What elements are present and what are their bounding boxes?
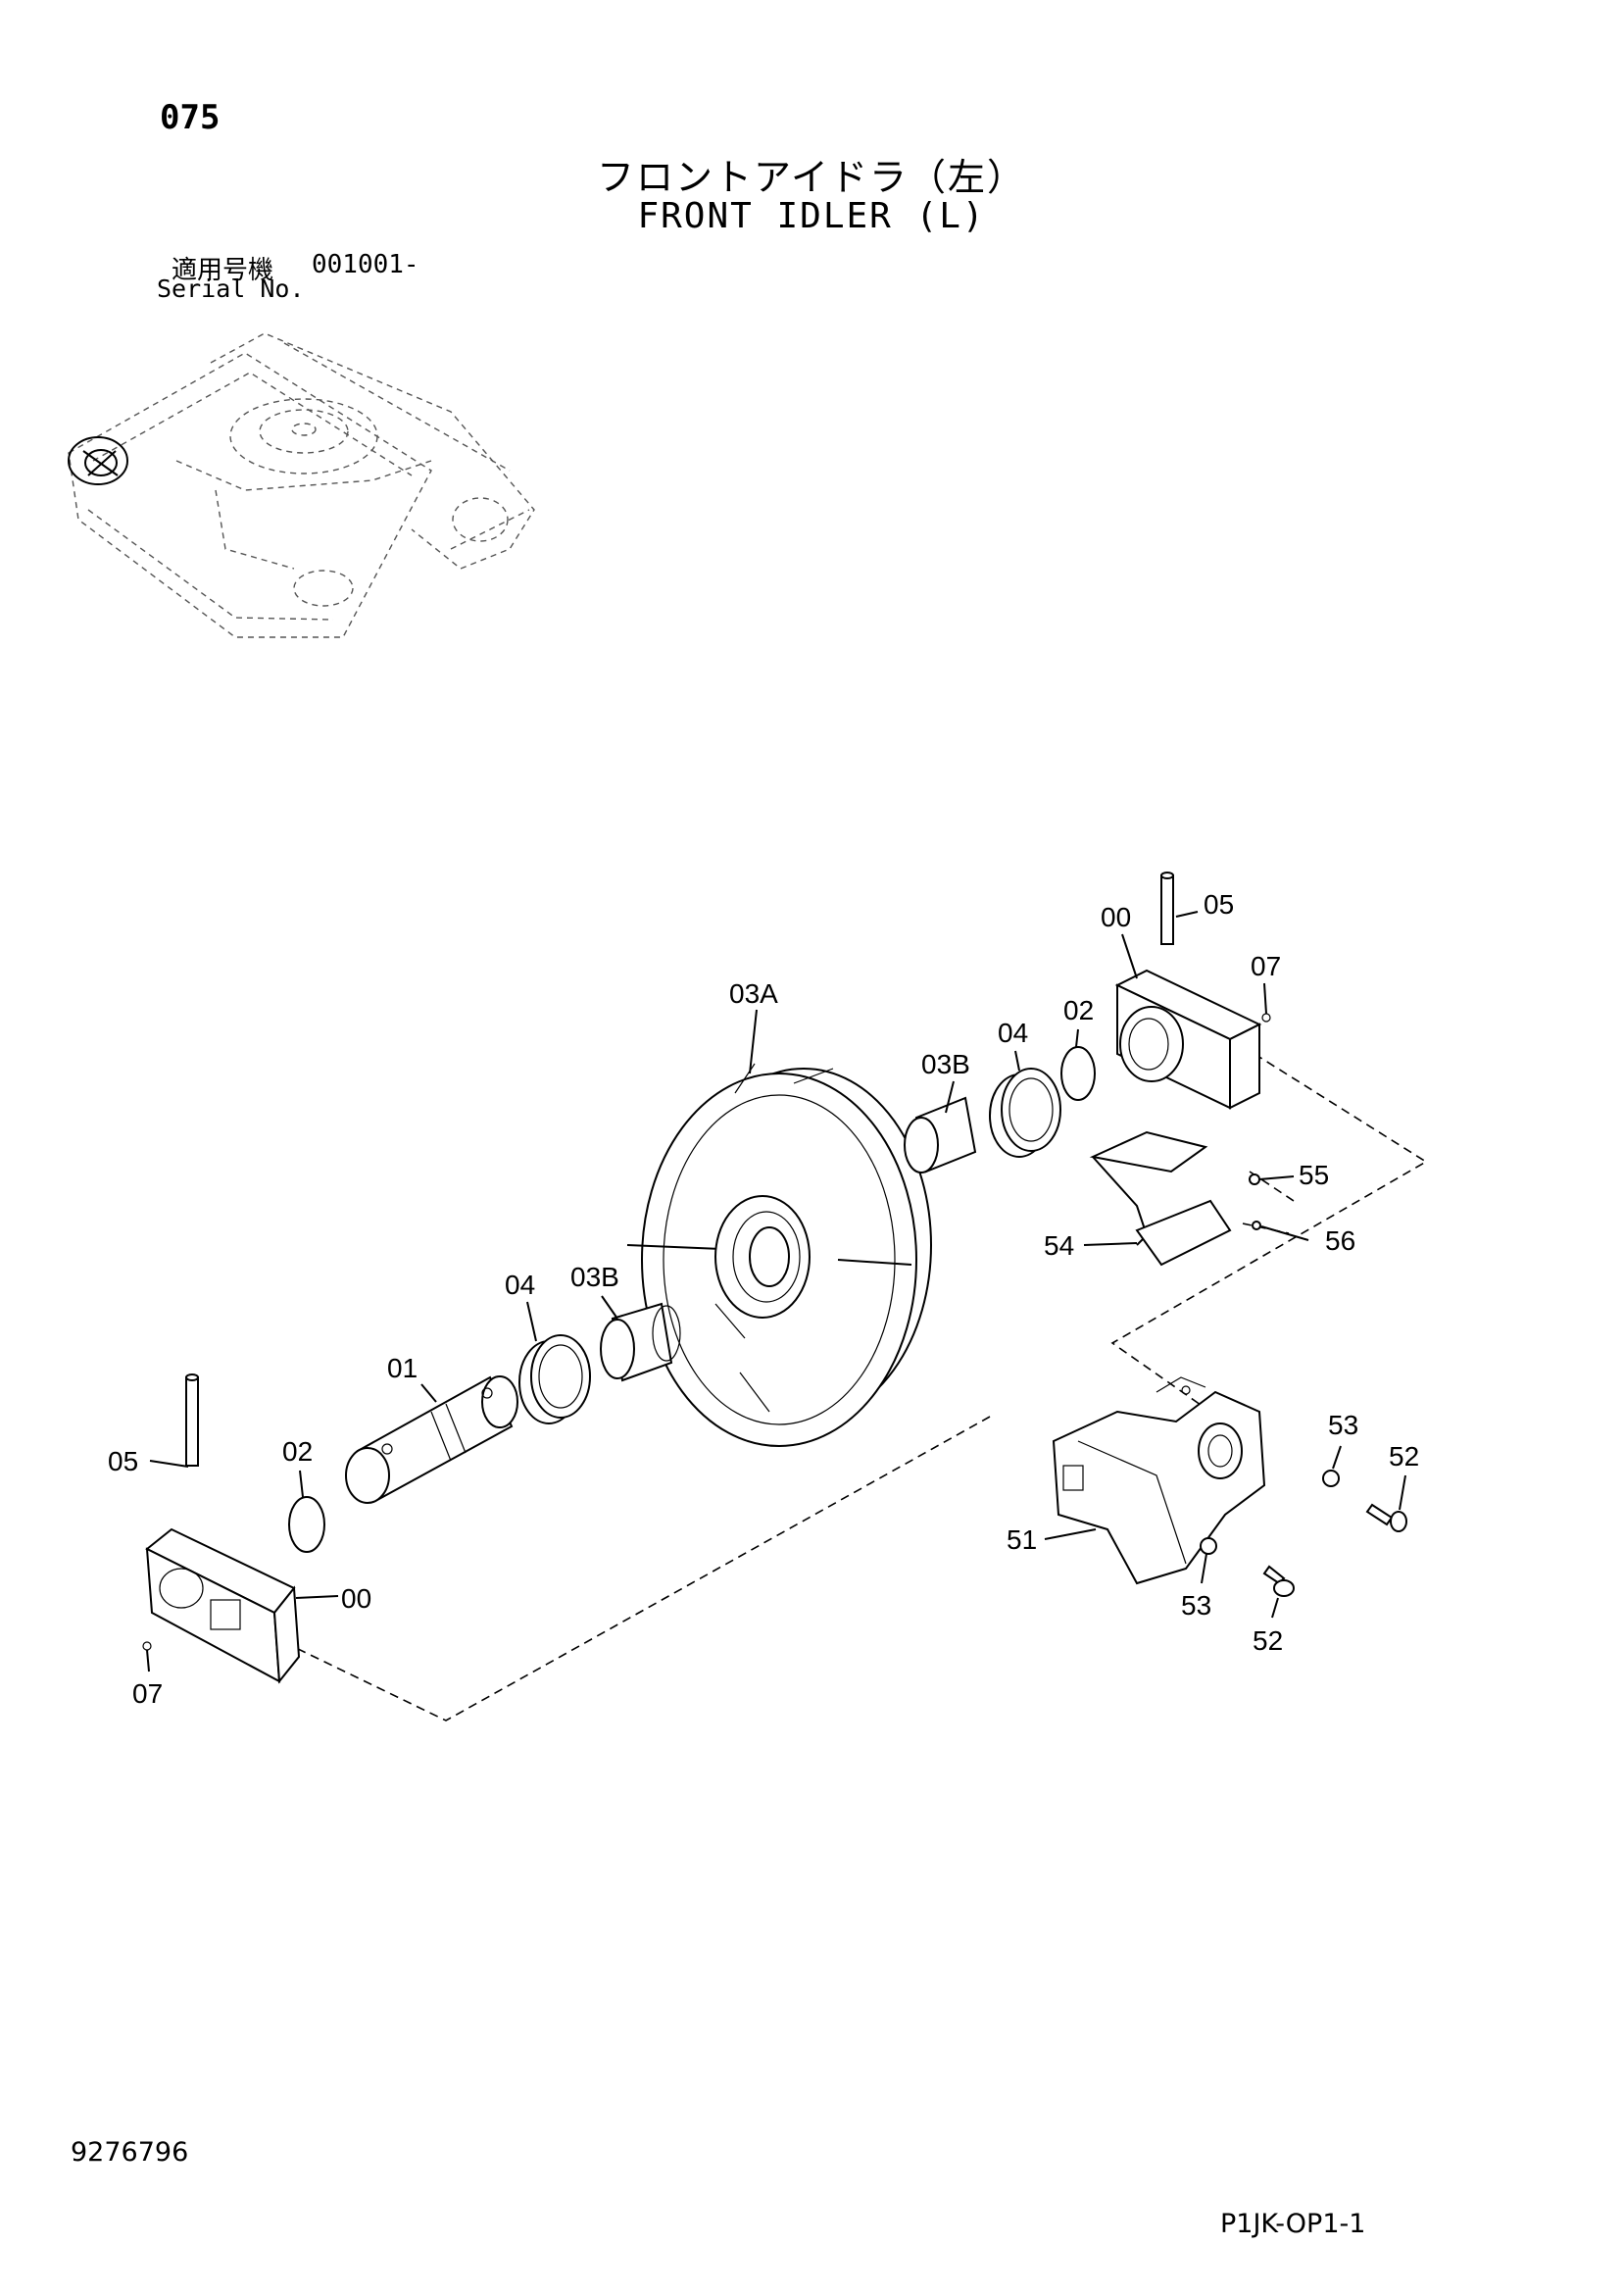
callout-03b-right: 03B [921, 1049, 970, 1079]
callout-53-upper: 53 [1328, 1410, 1358, 1440]
callout-07-right: 07 [1251, 951, 1281, 981]
callout-02-left: 02 [282, 1436, 313, 1467]
callout-51: 51 [1007, 1524, 1037, 1555]
washer-53-lower [1200, 1537, 1217, 1555]
leader-lines [146, 911, 1406, 1672]
callout-56: 56 [1325, 1225, 1355, 1256]
callout-54: 54 [1044, 1230, 1074, 1261]
bolt-55 [1249, 1173, 1260, 1185]
document-number: 9276796 [71, 2137, 189, 2168]
callout-05-right: 05 [1204, 889, 1234, 920]
bolt-52-lower [1262, 1565, 1286, 1585]
callout-55: 55 [1299, 1160, 1329, 1190]
callout-labels: 05 00 07 03A 04 02 03B 55 54 56 03B 04 0… [108, 889, 1419, 1709]
assembly-guide-lines [293, 1053, 1428, 1722]
idler-wheel [626, 1063, 932, 1447]
page-code: P1JK-OP1-1 [1220, 2209, 1366, 2239]
callout-00-right: 00 [1101, 902, 1131, 932]
bolt-52-upper-head [1390, 1511, 1407, 1532]
callout-00-left: 00 [341, 1583, 371, 1614]
washer-56 [1252, 1221, 1261, 1230]
guard-plate [1089, 1130, 1232, 1267]
title-english: FRONT IDLER (L) [637, 196, 986, 236]
callout-04-left: 04 [505, 1270, 535, 1300]
washer-53-upper [1322, 1470, 1340, 1487]
bearing-housing-left [142, 1373, 301, 1684]
bearing-housing-right [1114, 872, 1271, 1110]
seal-bushing-right [904, 1046, 1096, 1173]
callout-07-left: 07 [132, 1678, 163, 1709]
callout-05-left: 05 [108, 1446, 138, 1476]
page-number: 075 [160, 98, 221, 137]
callout-04-right: 04 [998, 1018, 1028, 1048]
o-ring-left [288, 1496, 325, 1553]
callout-52-upper: 52 [1389, 1441, 1419, 1472]
callout-02-right: 02 [1063, 995, 1094, 1025]
seal-bushing-left [518, 1302, 681, 1424]
serial-number-value: 001001- [312, 250, 419, 279]
callout-03a: 03A [729, 978, 778, 1009]
bolt-52-upper [1365, 1503, 1394, 1526]
title-japanese: フロントアイドラ（左） [596, 156, 1027, 199]
idler-bracket [1052, 1376, 1266, 1585]
undercarriage-overview [68, 332, 535, 638]
shaft [345, 1375, 518, 1504]
callout-53-lower: 53 [1181, 1590, 1211, 1621]
callout-52-lower: 52 [1253, 1625, 1283, 1656]
serial-label-japanese: 適用号機 [172, 256, 274, 285]
callout-03b-left: 03B [570, 1262, 619, 1292]
bolt-52-lower-head [1273, 1579, 1295, 1597]
serial-label-english: Serial No. [157, 275, 305, 303]
callout-01: 01 [387, 1353, 418, 1383]
